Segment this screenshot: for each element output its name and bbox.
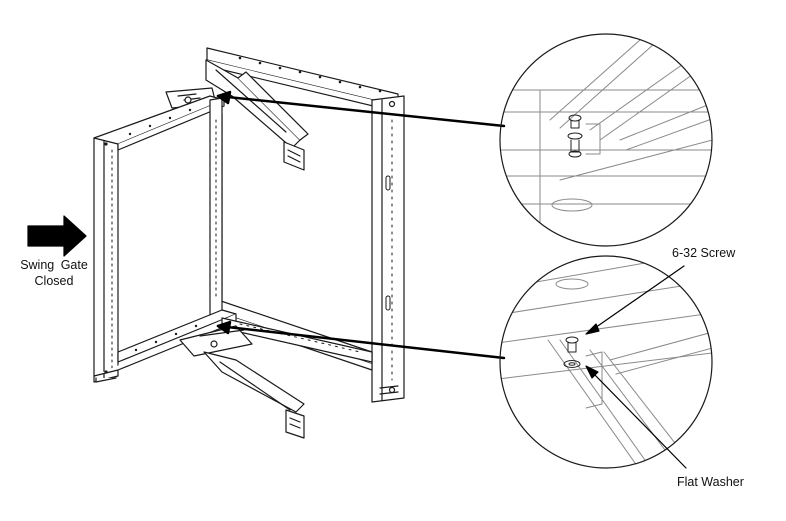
callout-leader-bottom (216, 320, 506, 360)
screw-label: 6-32 Screw (672, 246, 736, 260)
detail-view-bottom (499, 255, 713, 469)
washer-label: Flat Washer (677, 475, 744, 489)
callout-leader-top (216, 90, 506, 128)
lower-hinge-bracket (179, 325, 305, 439)
screw-callout-arrow (585, 265, 685, 335)
washer-callout-arrow (585, 365, 687, 469)
swing-gate-label: Swing Gate (20, 258, 88, 272)
detail-view-top (499, 33, 713, 247)
rear-frame (206, 47, 405, 403)
swing-gate-frame (93, 95, 237, 383)
right-arrow-icon (27, 215, 87, 257)
closed-label: Closed (34, 274, 74, 288)
